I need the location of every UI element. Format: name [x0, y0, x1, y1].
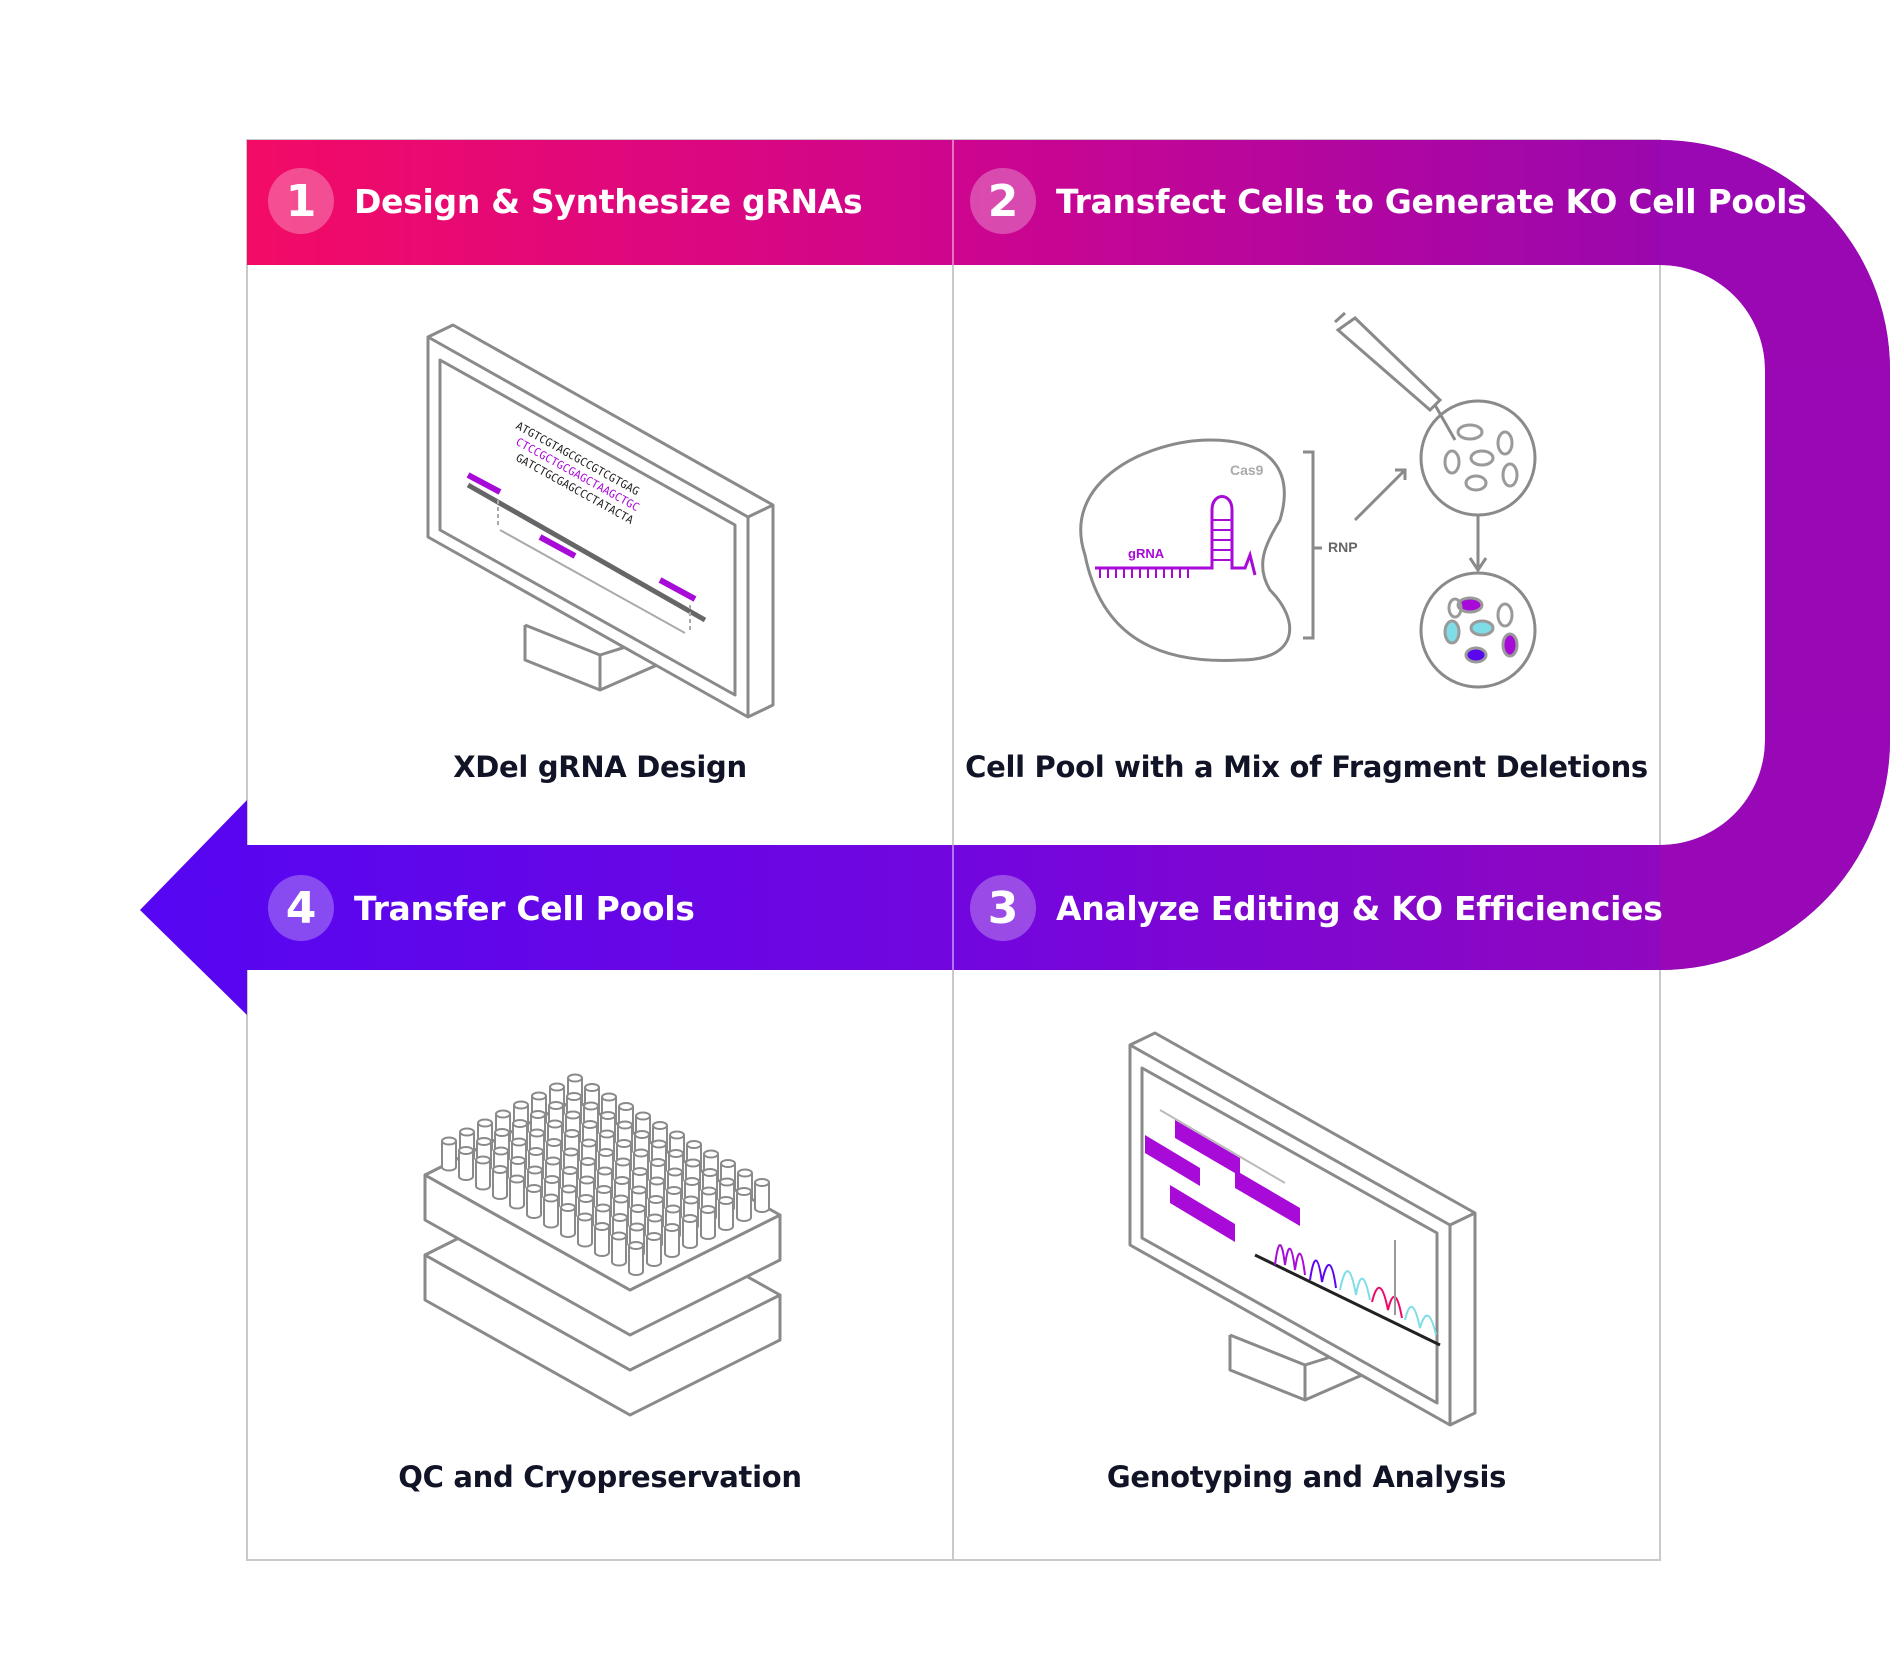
tube	[646, 1232, 662, 1267]
tube	[700, 1205, 716, 1240]
cells-before	[1443, 423, 1519, 492]
tube	[441, 1136, 457, 1172]
curve-connector	[1660, 140, 1890, 970]
gel-bands	[1145, 1120, 1300, 1242]
tube	[543, 1193, 559, 1229]
tube	[526, 1184, 542, 1219]
step-2-header: 2 Transfect Cells to Generate KO Cell Po…	[970, 161, 1807, 241]
transfection-illustration	[1079, 311, 1537, 689]
step-3-number-badge: 3	[970, 875, 1036, 941]
tube	[560, 1203, 576, 1238]
step-1-header: 1 Design & Synthesize gRNAs	[268, 161, 863, 241]
step-1-title: Design & Synthesize gRNAs	[354, 181, 863, 221]
chromatogram	[1159, 1109, 1441, 1347]
cas9-protein-shape	[1079, 438, 1292, 662]
tube	[611, 1231, 627, 1267]
step-4-title: Transfer Cell Pools	[354, 888, 695, 928]
tubes-grid	[441, 1073, 770, 1276]
tube	[577, 1212, 593, 1248]
step-2-title: Transfect Cells to Generate KO Cell Pool…	[1056, 181, 1807, 221]
tube	[492, 1165, 508, 1200]
rnp-label: RNP	[1328, 539, 1358, 555]
bottom-arrow-band	[140, 800, 1660, 1015]
cas9-label: Cas9	[1230, 462, 1264, 478]
tube	[754, 1178, 770, 1213]
monitor-design-illustration	[426, 323, 775, 719]
tube	[718, 1196, 734, 1231]
step-3-caption: Genotyping and Analysis	[1106, 1460, 1507, 1494]
step-2-caption: Cell Pool with a Mix of Fragment Deletio…	[965, 750, 1648, 784]
grna-label: gRNA	[1128, 546, 1165, 561]
step-3-header: 3 Analyze Editing & KO Efficiencies	[970, 868, 1663, 948]
cells-after	[1443, 596, 1519, 664]
step-2-number-badge: 2	[970, 168, 1036, 234]
step-3-title: Analyze Editing & KO Efficiencies	[1056, 888, 1663, 928]
tube	[664, 1223, 680, 1258]
tube	[475, 1155, 491, 1191]
grna-structure	[1095, 495, 1257, 578]
tube	[594, 1222, 610, 1257]
step-1-number-badge: 1	[268, 168, 334, 234]
step-4-header: 4 Transfer Cell Pools	[268, 868, 695, 948]
monitor-analysis-illustration	[1128, 1031, 1477, 1427]
tube	[736, 1187, 752, 1222]
tube	[628, 1241, 644, 1276]
pipette-icon	[1335, 316, 1443, 413]
step-1-caption: XDel gRNA Design	[453, 750, 747, 784]
step-4-number-badge: 4	[268, 875, 334, 941]
step-4-caption: QC and Cryopreservation	[398, 1460, 802, 1494]
tube	[682, 1214, 698, 1249]
tube	[458, 1146, 474, 1181]
tube	[509, 1174, 525, 1210]
